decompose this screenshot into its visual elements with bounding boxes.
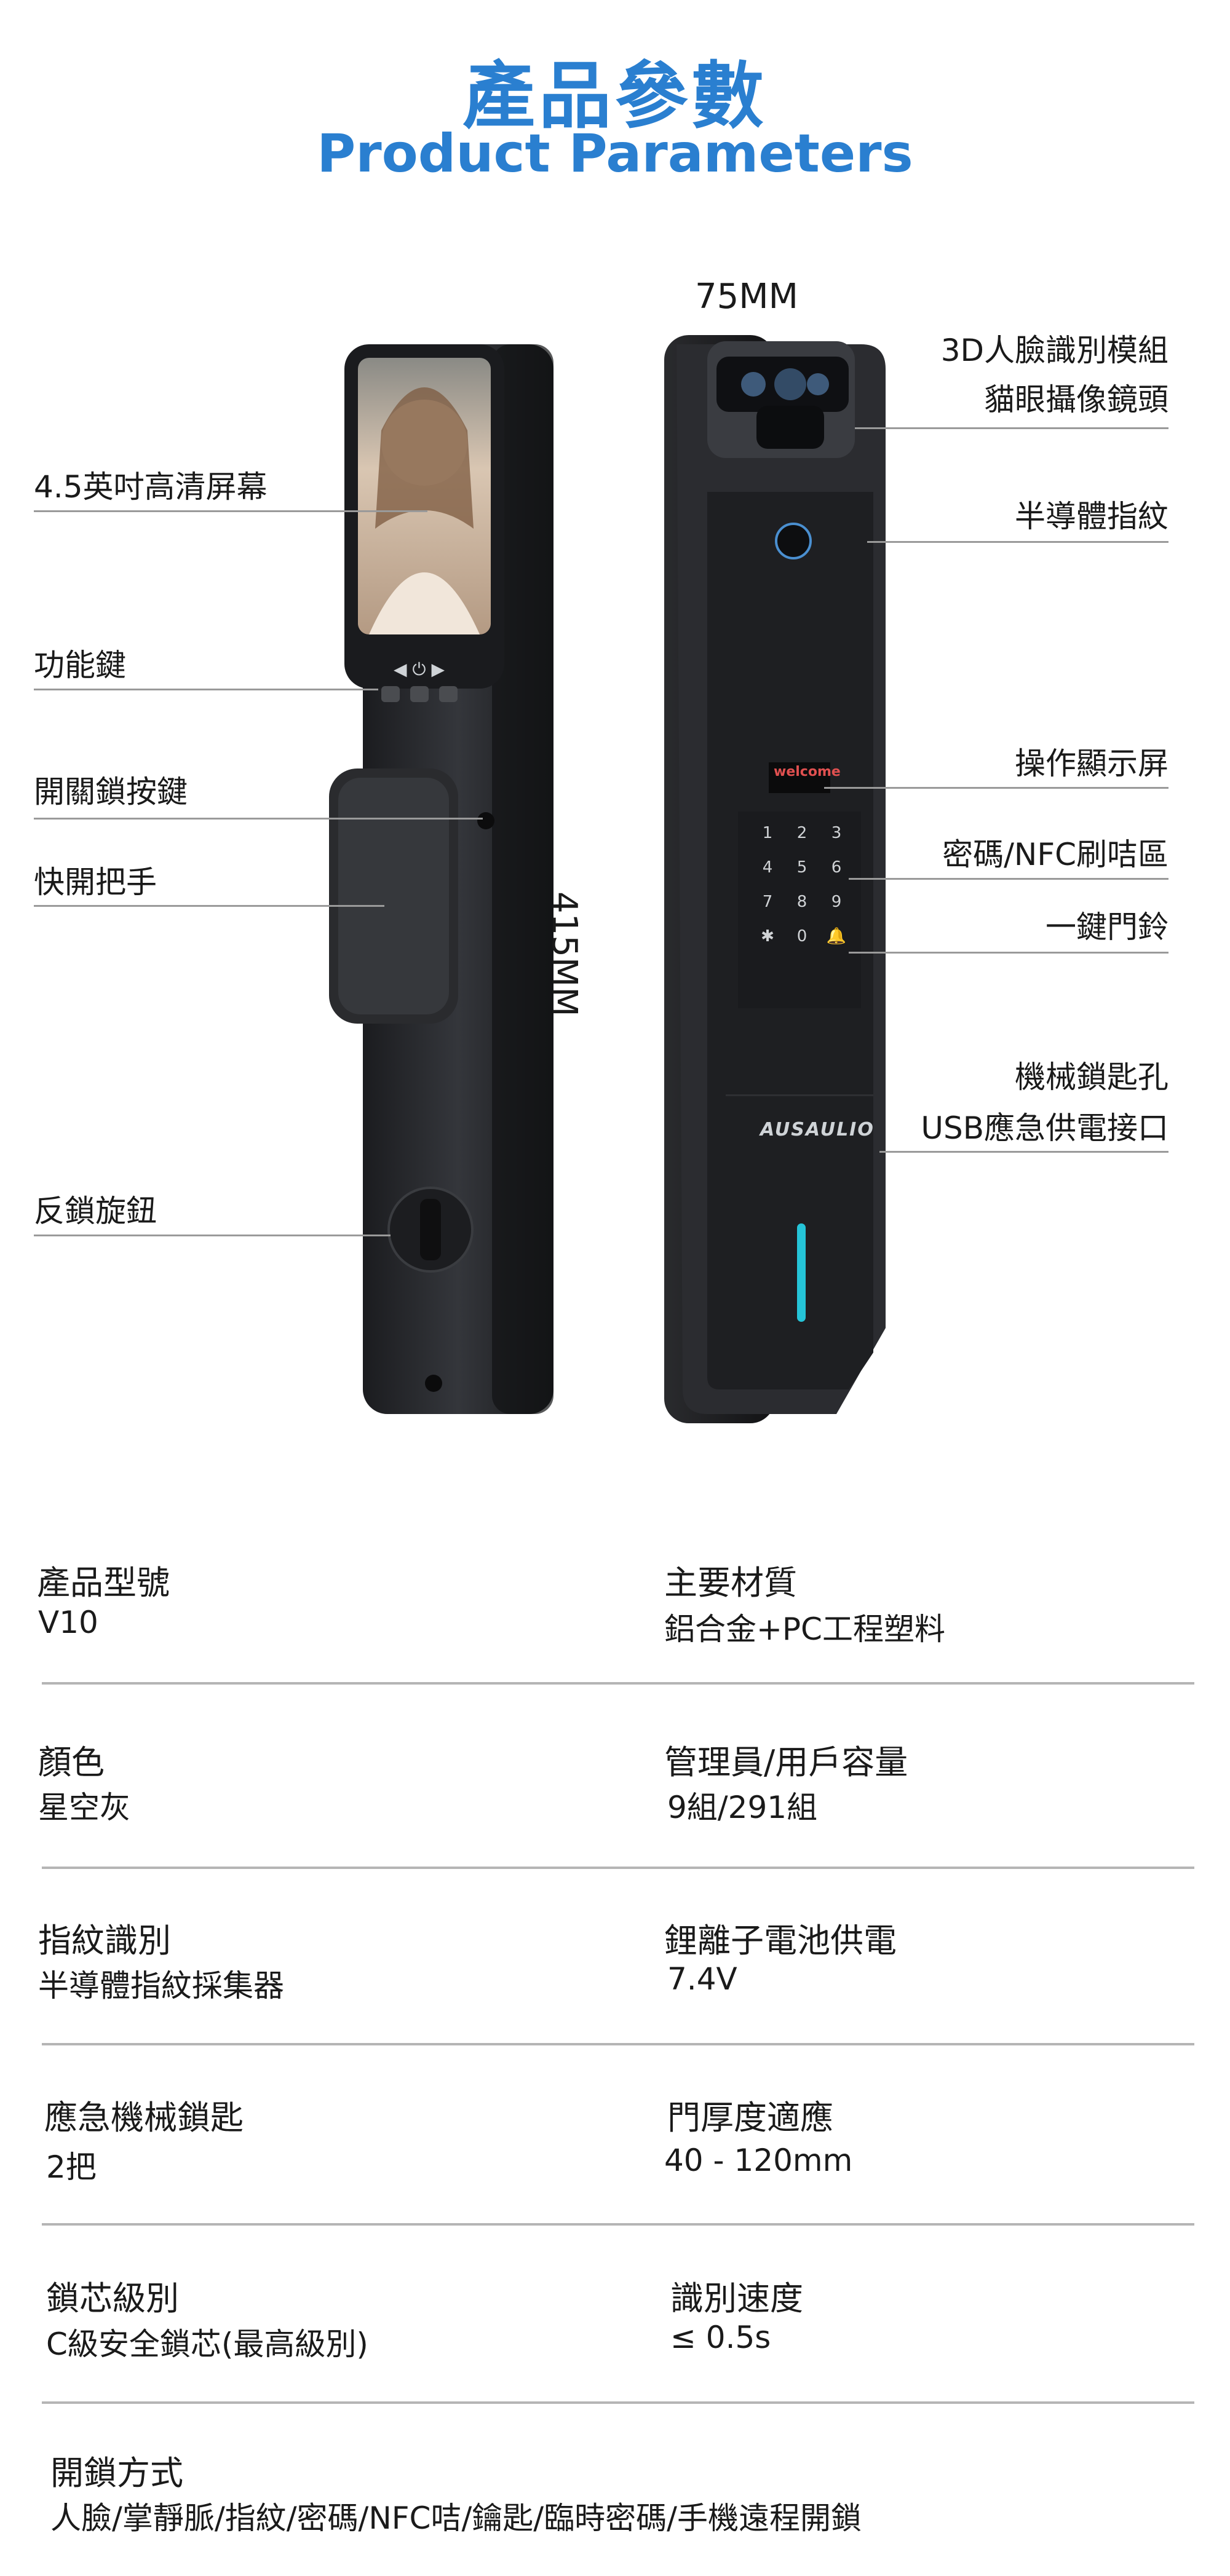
- spec-value: 9組/291組: [667, 1790, 818, 1825]
- operation-display: [769, 762, 830, 793]
- product-illustration: ◀ ⏻ ▶: [329, 335, 886, 1423]
- callout-unlock-button: 開關鎖按鍵: [34, 774, 188, 810]
- callout-display: 操作顯示屏: [1015, 746, 1168, 781]
- callout-screen: 4.5英吋高清屏幕: [34, 469, 268, 505]
- spec-label: 顏色: [38, 1743, 105, 1782]
- height-dimension: 415MM: [544, 891, 584, 1017]
- callout-fingerprint: 半導體指紋: [1015, 499, 1168, 534]
- spec-label: 應急機械鎖匙: [44, 2098, 244, 2137]
- spec-label: 指紋識別: [38, 1921, 171, 1960]
- spec-value: 40 - 120mm: [664, 2143, 853, 2178]
- row-divider: [42, 2043, 1194, 2045]
- spec-label: 門厚度適應: [667, 2098, 833, 2137]
- spec-value: 鋁合金+PC工程塑料: [664, 1611, 945, 1647]
- spec-value: ≤ 0.5s: [670, 2320, 771, 2355]
- svg-text:◀ ⏻ ▶: ◀ ⏻ ▶: [394, 659, 445, 679]
- keypad-key: 1: [762, 824, 773, 842]
- keypad-key: 3: [831, 824, 842, 842]
- function-key: [410, 686, 429, 702]
- callout-keypad: 密碼/NFC刷咭區: [942, 837, 1168, 872]
- spec-label: 管理員/用戶容量: [664, 1743, 908, 1782]
- brand-logo: AUSAULIO: [760, 1119, 875, 1140]
- callout-function-keys: 功能鍵: [34, 647, 126, 683]
- callout-face-module: 3D人臉識別模組: [940, 333, 1168, 368]
- spec-label: 鎖芯級別: [46, 2279, 179, 2318]
- function-key: [381, 686, 400, 702]
- spec-value: C級安全鎖芯(最高級別): [46, 2326, 368, 2362]
- keypad: 1 2 3 4 5 6 7 8 9 ✱ 0 🔔: [750, 824, 855, 946]
- callout-peephole: 貓眼攝像鏡頭: [984, 382, 1168, 417]
- spec-value: V10: [38, 1605, 98, 1640]
- keypad-key: 8: [796, 893, 807, 911]
- keypad-key: 6: [831, 858, 842, 877]
- keypad-key: 7: [762, 893, 773, 911]
- keypad-area: [738, 812, 861, 1008]
- indicator-light: [797, 1223, 806, 1322]
- keypad-key: 2: [796, 824, 807, 842]
- callout-keyhole: 機械鎖匙孔: [1015, 1059, 1168, 1095]
- callout-doorbell: 一鍵門鈴: [1046, 909, 1168, 945]
- page-title-zh: 產品參數: [462, 53, 768, 138]
- peephole-camera: [756, 406, 824, 449]
- callout-knob: 反鎖旋鈕: [34, 1193, 157, 1229]
- spec-label: 產品型號: [37, 1563, 170, 1602]
- row-divider: [42, 1682, 1194, 1685]
- row-divider: [42, 1867, 1194, 1869]
- page-title-en: Product Parameters: [317, 123, 913, 184]
- welcome-text: welcome: [774, 764, 841, 780]
- width-dimension: 75MM: [695, 277, 798, 317]
- keypad-key: 🔔: [826, 927, 847, 946]
- callout-handle: 快開把手: [34, 864, 157, 900]
- spec-value: 星空灰: [38, 1790, 130, 1825]
- row-divider: [42, 2401, 1194, 2404]
- function-key: [439, 686, 458, 702]
- spec-value: 7.4V: [667, 1961, 737, 1997]
- keypad-key: 0: [796, 927, 807, 946]
- unlock-button: [477, 812, 494, 829]
- keypad-key: ✱: [761, 927, 774, 946]
- fingerprint-sensor: [775, 523, 812, 559]
- spec-label: 開鎖方式: [50, 2454, 183, 2492]
- spec-label: 鋰離子電池供電: [664, 1921, 897, 1960]
- callout-usb: USB應急供電接口: [921, 1110, 1168, 1146]
- spec-value: 人臉/掌靜脈/指紋/密碼/NFC咭/鑰匙/臨時密碼/手機遠程開鎖: [50, 2500, 862, 2536]
- row-divider: [42, 2223, 1194, 2226]
- spec-label: 識別速度: [670, 2279, 803, 2318]
- keypad-key: 4: [762, 858, 773, 877]
- spec-value: 半導體指紋採集器: [38, 1968, 284, 2004]
- keypad-key: 5: [796, 858, 807, 877]
- spec-value: 2把: [46, 2149, 97, 2185]
- spec-label: 主要材質: [664, 1563, 797, 1602]
- keypad-key: 9: [831, 893, 842, 911]
